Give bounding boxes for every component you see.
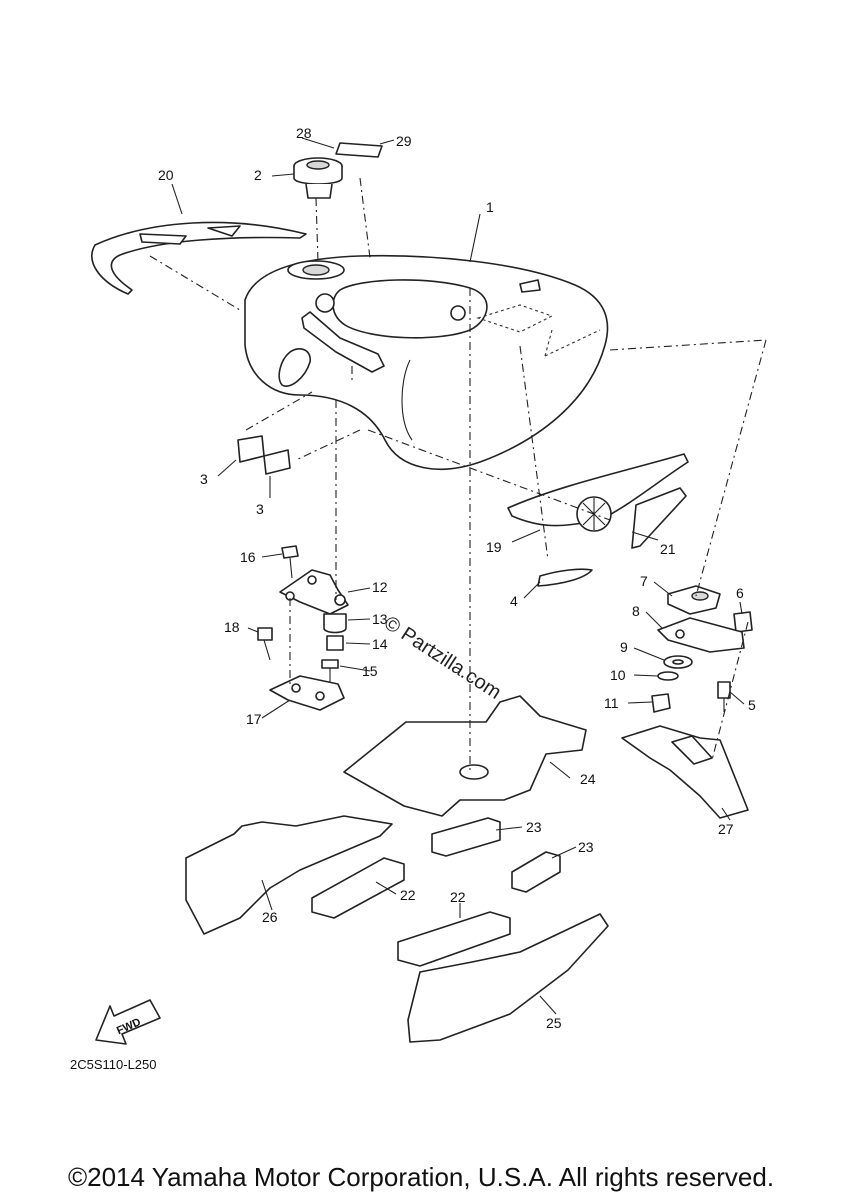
fuel-cap[interactable] bbox=[293, 157, 343, 199]
callout-23b: 23 bbox=[578, 839, 594, 855]
callout-24: 24 bbox=[580, 771, 596, 787]
decal-4[interactable] bbox=[537, 568, 593, 587]
damper-22b[interactable] bbox=[397, 911, 511, 967]
callout-10: 10 bbox=[610, 667, 626, 683]
washer-9[interactable] bbox=[663, 655, 693, 669]
washer-10[interactable] bbox=[657, 671, 679, 681]
callout-22b: 22 bbox=[450, 889, 466, 905]
callout-numbers: 1 2 3 3 4 5 6 7 8 9 10 11 12 13 14 15 16… bbox=[158, 125, 756, 1031]
callout-19: 19 bbox=[486, 539, 502, 555]
callout-2: 2 bbox=[254, 167, 262, 183]
damper-23a[interactable] bbox=[431, 817, 501, 857]
stud-5[interactable] bbox=[717, 681, 731, 712]
callout-29: 29 bbox=[396, 133, 412, 149]
callout-3a: 3 bbox=[200, 471, 208, 487]
callout-9: 9 bbox=[620, 639, 628, 655]
callout-15: 15 bbox=[362, 663, 378, 679]
stickers-3[interactable] bbox=[237, 435, 291, 475]
callout-6: 6 bbox=[736, 585, 744, 601]
fuel-tank[interactable] bbox=[244, 254, 609, 470]
damper-23b[interactable] bbox=[511, 851, 561, 893]
caution-labels[interactable] bbox=[335, 142, 383, 158]
decal-21[interactable] bbox=[631, 487, 687, 549]
callout-8: 8 bbox=[632, 603, 640, 619]
callout-5: 5 bbox=[748, 697, 756, 713]
leader-lines bbox=[149, 137, 767, 1015]
bracket-27[interactable] bbox=[621, 725, 749, 819]
callout-13: 13 bbox=[372, 611, 388, 627]
callout-21: 21 bbox=[660, 541, 676, 557]
callout-17: 17 bbox=[246, 711, 262, 727]
callout-23a: 23 bbox=[526, 819, 542, 835]
callout-16: 16 bbox=[240, 549, 256, 565]
front-bracket-12[interactable] bbox=[279, 569, 349, 615]
callout-11: 11 bbox=[604, 695, 619, 711]
sheet-24[interactable] bbox=[343, 695, 587, 817]
callout-28: 28 bbox=[296, 125, 312, 141]
drawing-code: 2C5S110-L250 bbox=[70, 1057, 157, 1072]
copyright-notice: ©2014 Yamaha Motor Corporation, U.S.A. A… bbox=[67, 1162, 775, 1192]
bolt-15[interactable] bbox=[321, 659, 339, 684]
nut-6[interactable] bbox=[733, 611, 753, 633]
bolt-18[interactable] bbox=[257, 627, 273, 661]
side-cover-26[interactable] bbox=[185, 815, 393, 935]
fwd-arrow-icon: FWD bbox=[95, 999, 161, 1045]
callout-4: 4 bbox=[510, 593, 518, 609]
callout-20: 20 bbox=[158, 167, 174, 183]
bolt-16[interactable] bbox=[281, 545, 299, 579]
tank-side-cover-left[interactable] bbox=[91, 221, 307, 295]
collar-14[interactable] bbox=[326, 635, 344, 651]
bolt-11[interactable] bbox=[651, 693, 671, 713]
callout-27: 27 bbox=[718, 821, 734, 837]
callout-12: 12 bbox=[372, 579, 388, 595]
callout-7: 7 bbox=[640, 573, 648, 589]
damper-13[interactable] bbox=[323, 613, 347, 634]
callout-26: 26 bbox=[262, 909, 278, 925]
callout-1: 1 bbox=[486, 199, 494, 215]
callout-22a: 22 bbox=[400, 887, 416, 903]
side-cover-25[interactable] bbox=[407, 913, 609, 1043]
callout-3b: 3 bbox=[256, 501, 264, 517]
callout-25: 25 bbox=[546, 1015, 562, 1031]
bracket-17[interactable] bbox=[269, 675, 345, 711]
callout-14: 14 bbox=[372, 636, 388, 652]
damper-22a[interactable] bbox=[311, 857, 405, 919]
callout-18: 18 bbox=[224, 619, 240, 635]
bracket-8[interactable] bbox=[657, 617, 745, 653]
rubber-7[interactable] bbox=[667, 585, 721, 615]
